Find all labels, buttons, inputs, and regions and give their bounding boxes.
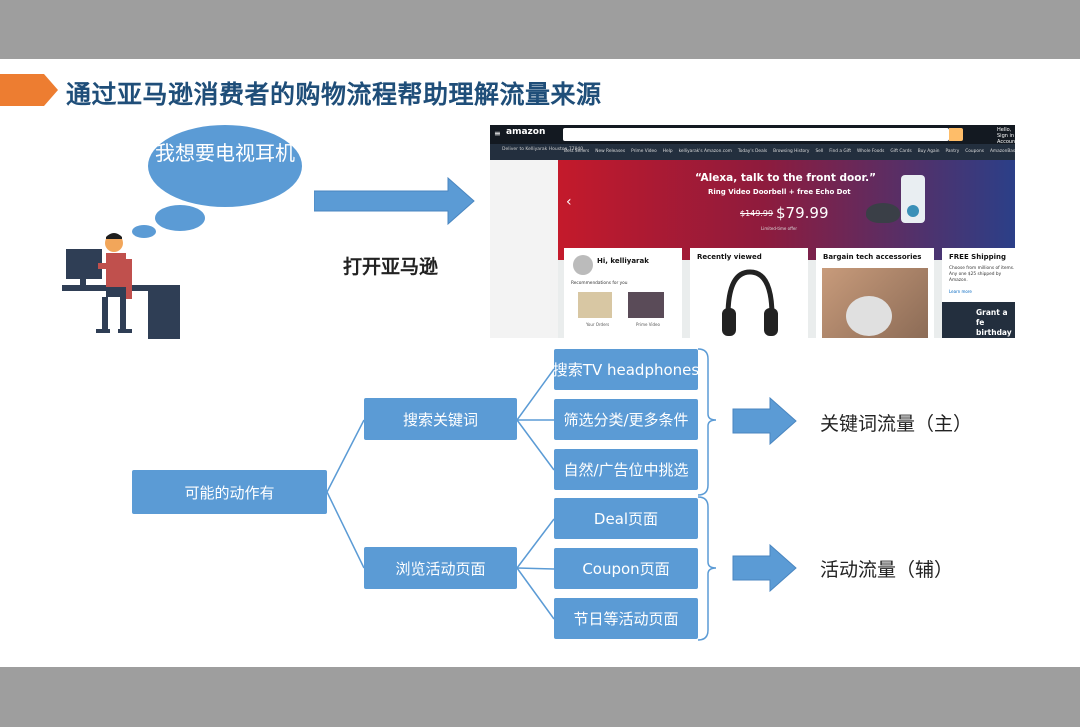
search-leaf-node: 自然/广告位中挑选 <box>554 449 698 490</box>
keyword-traffic-label: 关键词流量（主） <box>820 409 972 436</box>
result-arrow-icon <box>732 397 798 445</box>
browse-activity-node: 浏览活动页面 <box>364 547 517 589</box>
browse-leaf-node: Deal页面 <box>554 498 698 539</box>
search-leaf-node: 搜索TV headphones <box>554 349 698 390</box>
browse-leaf-node: 节日等活动页面 <box>554 598 698 639</box>
slide: 通过亚马逊消费者的购物流程帮助理解流量来源 我想要电视耳机 打开亚马逊 ≡ am… <box>0 59 1080 667</box>
activity-traffic-label: 活动流量（辅） <box>820 555 953 582</box>
result-arrow-icon <box>732 544 798 592</box>
root-node: 可能的动作有 <box>132 470 327 514</box>
search-keyword-node: 搜索关键词 <box>364 398 517 440</box>
browse-leaf-node: Coupon页面 <box>554 548 698 589</box>
search-leaf-node: 筛选分类/更多条件 <box>554 399 698 440</box>
bottom-gray-bar <box>0 667 1080 727</box>
top-gray-bar <box>0 0 1080 59</box>
